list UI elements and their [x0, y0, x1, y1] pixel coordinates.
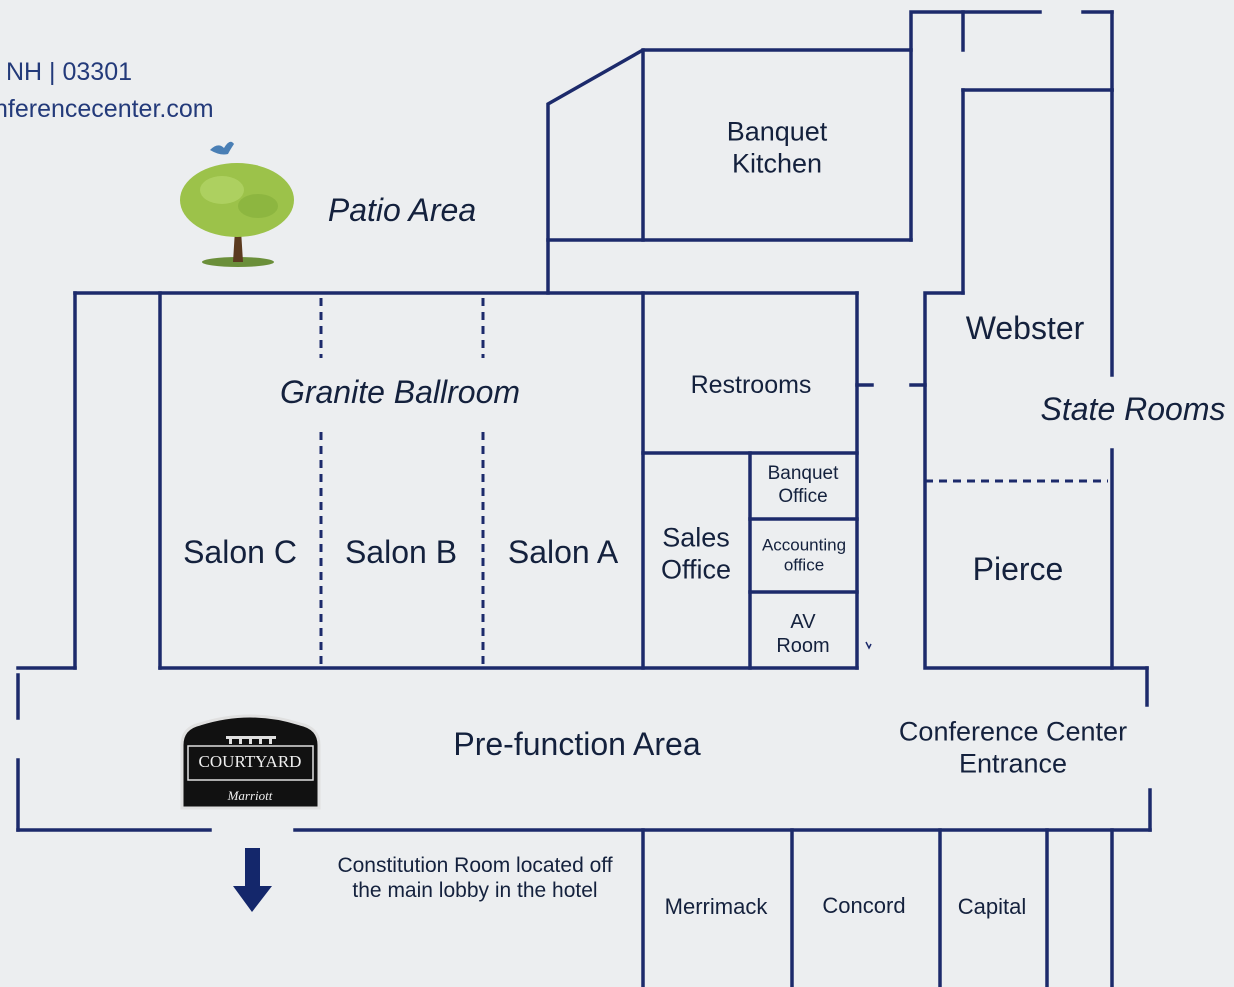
- state-rooms-label: State Rooms: [1040, 390, 1226, 427]
- salon-a-label: Salon A: [507, 533, 619, 570]
- salon-c-label: Salon C: [183, 533, 297, 570]
- address-line: NH | 03301: [6, 58, 133, 86]
- granite-ballroom-label: Granite Ballroom: [279, 373, 521, 410]
- logo-sub-text: Marriott: [227, 788, 273, 803]
- capital-label: Capital: [957, 893, 1027, 919]
- website-link[interactable]: nferencecenter.com: [0, 95, 214, 123]
- salon-b-label: Salon B: [344, 533, 458, 570]
- tree-icon: [180, 163, 294, 267]
- down-arrow-icon: [233, 848, 272, 912]
- bird-icon: [210, 141, 234, 155]
- prefunction-area-label: Pre-function Area: [453, 725, 701, 762]
- merrimack-label: Merrimack: [664, 893, 768, 919]
- restrooms-label: Restrooms: [690, 371, 812, 399]
- webster-label: Webster: [965, 309, 1085, 346]
- pierce-label: Pierce: [972, 550, 1064, 587]
- patio-area-label: Patio Area: [327, 191, 477, 228]
- courtyard-logo: [180, 714, 321, 810]
- logo-brand-text: COURTYARD: [198, 752, 302, 771]
- concord-label: Concord: [822, 892, 906, 918]
